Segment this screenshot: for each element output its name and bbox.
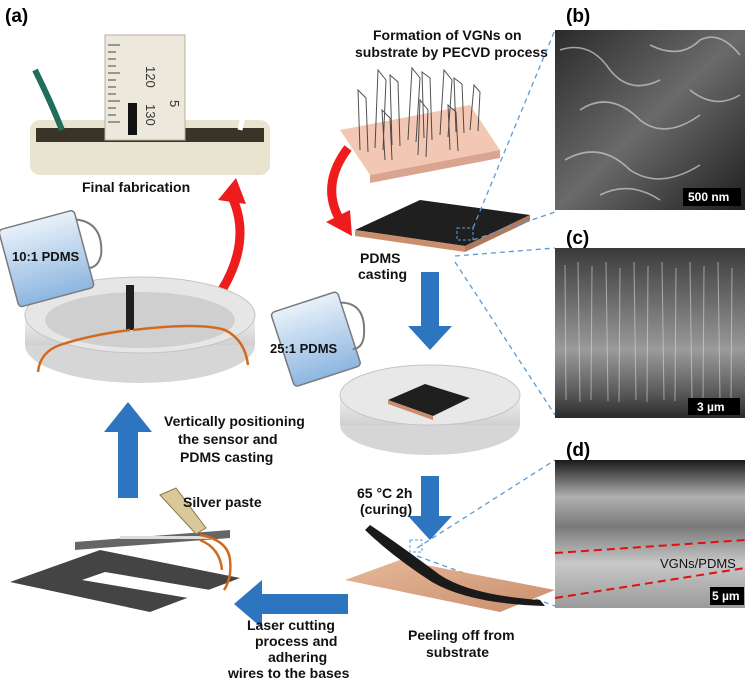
beaker-25-1 [270, 291, 366, 387]
panel-label-a: (a) [5, 6, 28, 27]
panel-label-c: (c) [566, 228, 589, 249]
final-device-photo: 120 130 5 [30, 34, 270, 175]
red-arrow-curve [326, 145, 352, 236]
dish-with-sheet [339, 364, 521, 455]
peeling-label-2: substrate [426, 644, 489, 660]
silver-paste-label: Silver paste [183, 494, 262, 510]
sem-image-b: 500 nm [555, 30, 745, 210]
beaker-10-1 [0, 210, 103, 308]
dish-with-vertical-sensor [24, 276, 256, 383]
vgns-pdms-label: VGNs/PDMS [660, 556, 736, 571]
pdms-10-1-label: 10:1 PDMS [12, 249, 80, 264]
blue-arrow-up [104, 402, 152, 498]
scale-bar-c: 3 µm [697, 400, 725, 414]
vertical-label-2: the sensor and [178, 431, 278, 447]
ruler-tick-5: 5 [167, 100, 182, 107]
peeling-illustration [345, 525, 555, 612]
laser-label-1: Laser cutting [247, 617, 335, 633]
ruler-tick-130: 130 [143, 104, 158, 126]
laser-label-4: wires to the bases [227, 665, 350, 681]
blue-arrow-down-2 [408, 476, 452, 540]
blue-arrow-left [234, 580, 348, 628]
vertical-label-1: Vertically positioning [164, 413, 305, 429]
curing-label-2: (curing) [360, 501, 412, 517]
formation-label-line1: Formation of VGNs on [373, 27, 522, 43]
laser-label-3: adhering [268, 649, 327, 665]
pdms-casting-label-1: PDMS [360, 250, 400, 266]
red-arrow-up [218, 178, 246, 293]
final-fabrication-label: Final fabrication [82, 179, 190, 195]
panel-label-b: (b) [566, 6, 590, 27]
scale-bar-d: 5 µm [712, 589, 740, 603]
laser-label-2: process and [255, 633, 337, 649]
laser-cut-sheets [10, 487, 240, 612]
pdms-casting-label-2: casting [358, 266, 407, 282]
vertical-label-3: PDMS casting [180, 449, 273, 465]
vgn-sheet-on-substrate [355, 200, 530, 252]
scale-bar-b: 500 nm [688, 190, 729, 204]
ruler-tick-120: 120 [143, 66, 158, 88]
vgn-substrate-illustration [340, 66, 500, 183]
formation-label-line2: substrate by PECVD process [355, 44, 548, 60]
sem-image-c: 3 µm [555, 248, 745, 418]
panel-label-d: (d) [566, 440, 590, 461]
peeling-label-1: Peeling off from [408, 627, 515, 643]
blue-arrow-down-1 [408, 272, 452, 350]
curing-label-1: 65 °C 2h [357, 485, 412, 501]
sem-image-d: VGNs/PDMS 5 µm [554, 460, 746, 608]
pdms-25-1-label: 25:1 PDMS [270, 341, 338, 356]
